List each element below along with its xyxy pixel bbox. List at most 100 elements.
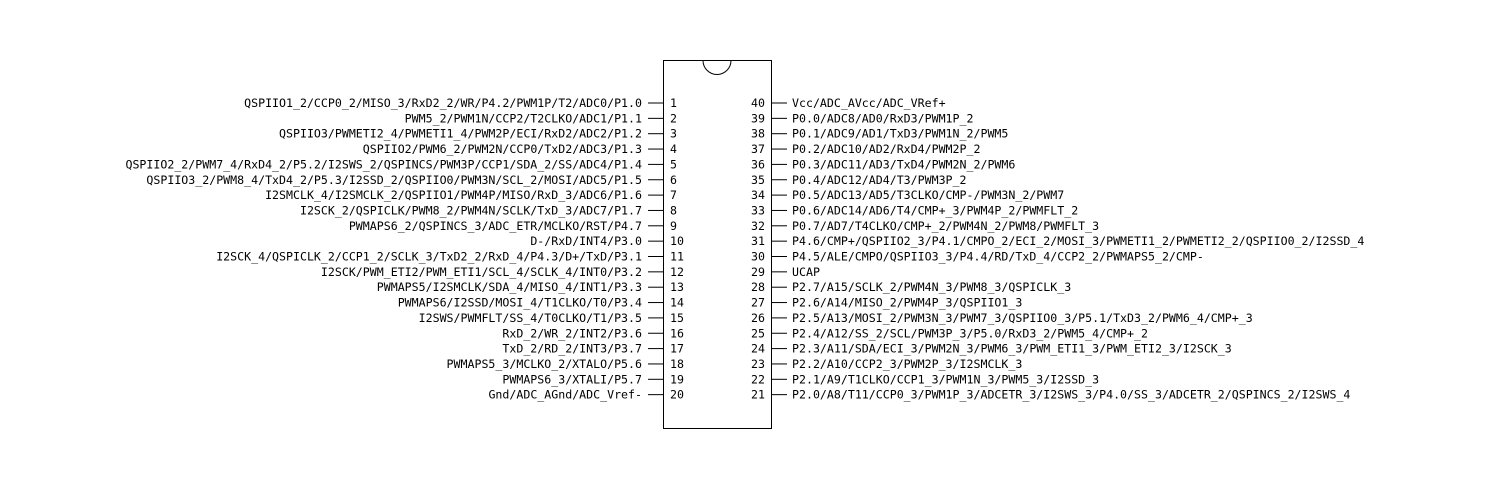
pin-10: D-/RxD/INT4/P3.0 10 (530, 234, 684, 248)
pin-6: QSPIIO3_2/PWM8_4/TxD4_2/P5.3/I2SSD_2/QSP… (146, 173, 677, 187)
pin-26: 26 P2.5/A13/MOSI_2/PWM3N_3/PWM7_3/QSPIIO0… (751, 311, 1253, 325)
pin-23-label: P2.2/A10/CCP2_3/PWM2P_3/I2SMCLK_3 (792, 357, 1022, 371)
pin-28-label: P2.7/A15/SCLK_2/PWM4N_3/PWM8_3/QSPICLK_3 (792, 280, 1071, 294)
pin-24-label: P2.3/A11/SDA/ECI_3/PWM2N_3/PWM6_3/PWM_ET… (792, 342, 1232, 356)
pin-4-label: QSPIIO2/PWM6_2/PWM2N/CCP0/TxD2/ADC3/P1.3 (363, 142, 642, 156)
pin-30-label: P4.5/ALE/CMPO/QSPIIO3_3/P4.4/RD/TxD_4/CC… (792, 250, 1204, 264)
pin-22-number: 22 (751, 372, 765, 386)
pin-5-number: 5 (670, 157, 677, 171)
pin-34-number: 34 (751, 188, 765, 202)
pin-37-number: 37 (751, 142, 765, 156)
pin-39-number: 39 (751, 111, 765, 125)
pin-5-label: QSPIIO2_2/PWM7_4/RxD4_2/P5.2/I2SWS_2/QSP… (125, 157, 642, 171)
pin-18-number: 18 (670, 357, 684, 371)
pin-27-number: 27 (751, 296, 765, 310)
pin-21-label: P2.0/A8/T11/CCP0_3/PWM1P_3/ADCETR_3/I2SW… (792, 388, 1350, 402)
pin-13-label: PWMAPS5/I2SMCLK/SDA_4/MISO_4/INT1/P3.3 (377, 280, 642, 294)
pin-10-number: 10 (670, 234, 684, 248)
pin-10-label: D-/RxD/INT4/P3.0 (530, 234, 642, 248)
pin-7: I2SMCLK_4/I2SMCLK_2/QSPIIO1/PWM4P/MISO/R… (265, 188, 677, 202)
pin-5: QSPIIO2_2/PWM7_4/RxD4_2/P5.2/I2SWS_2/QSP… (125, 157, 677, 171)
pin-21-number: 21 (751, 388, 765, 402)
pin-12: I2SCK/PWM_ETI2/PWM_ETI1/SCL_4/SCLK_4/INT… (321, 265, 684, 279)
pin-3-number: 3 (670, 127, 677, 141)
pin-20: Gnd/ADC_AGnd/ADC_Vref-20 (488, 388, 684, 402)
pin-34-label: P0.5/ADC13/AD5/T3CLKO/CMP-/PWM3N_2/PWM7 (792, 188, 1064, 202)
pin-4-number: 4 (670, 142, 677, 156)
pin-23-number: 23 (751, 357, 765, 371)
pin-24-number: 24 (751, 342, 765, 356)
pin-39-label: P0.0/ADC8/AD0/RxD3/PWM1P_2 (792, 111, 973, 125)
pin-18-label: PWMAPS5_3/MCLKO_2/XTALO/P5.6 (447, 357, 642, 371)
pin-2-number: 2 (670, 111, 677, 125)
pin-23: 23 P2.2/A10/CCP2_3/PWM2P_3/I2SMCLK_3 (751, 357, 1022, 371)
pin-19-label: PWMAPS6_3/XTALI/P5.7 (502, 372, 642, 386)
pin-1: QSPIIO1_2/CCP0_2/MISO_3/RxD2_2/WR/P4.2/P… (244, 96, 677, 110)
pin-26-number: 26 (751, 311, 765, 325)
pin-8-label: I2SCK_2/QSPICLK/PWM8_2/PWM4N/SCLK/TxD_3/… (300, 203, 642, 217)
pin-28-number: 28 (751, 280, 765, 294)
pin-35-label: P0.4/ADC12/AD4/T3/PWM3P_2 (792, 173, 967, 187)
pin-16-number: 16 (670, 326, 684, 340)
pin-27: 27 P2.6/A14/MISO_2/PWM4P_3/QSPIIO1_3 (751, 296, 1022, 310)
pin-1-label: QSPIIO1_2/CCP0_2/MISO_3/RxD2_2/WR/P4.2/P… (244, 96, 642, 110)
pin-4: QSPIIO2/PWM6_2/PWM2N/CCP0/TxD2/ADC3/P1.3… (363, 142, 677, 156)
pin-33-label: P0.6/ADC14/AD6/T4/CMP+_3/PWM4P_2/PWMFLT_… (792, 203, 1078, 217)
pin-33-number: 33 (751, 203, 765, 217)
pin-34: 34 P0.5/ADC13/AD5/T3CLKO/CMP-/PWM3N_2/PWM… (751, 188, 1064, 202)
pin-35-number: 35 (751, 173, 765, 187)
pin-31-number: 31 (751, 234, 765, 248)
pin-13: PWMAPS5/I2SMCLK/SDA_4/MISO_4/INT1/P3.3 13 (377, 280, 684, 294)
pin-11-number: 11 (670, 250, 684, 264)
pin1-notch (702, 60, 732, 75)
pin-38-label: P0.1/ADC9/AD1/TxD3/PWM1N_2/PWM5 (792, 127, 1008, 141)
pin-25-label: P2.4/A12/SS_2/SCL/PWM3P_3/P5.0/RxD3_2/PW… (792, 326, 1148, 340)
pin-37: 37 P0.2/ADC10/AD2/RxD4/PWM2P_2 (751, 142, 980, 156)
pin-27-label: P2.6/A14/MISO_2/PWM4P_3/QSPIIO1_3 (792, 296, 1022, 310)
pin-37-label: P0.2/ADC10/AD2/RxD4/PWM2P_2 (792, 142, 980, 156)
pin-3: QSPIIO3/PWMETI2_4/PWMETI1_4/PWM2P/ECI/Rx… (279, 127, 677, 141)
pin-13-number: 13 (670, 280, 684, 294)
pin-7-number: 7 (670, 188, 677, 202)
chip-body (663, 60, 772, 429)
pin-15-label: I2SWS/PWMFLT/SS_4/T0CLKO/T1/P3.5 (419, 311, 642, 325)
pin-11-label: I2SCK_4/QSPICLK_2/CCP1_2/SCLK_3/TxD2_2/R… (216, 250, 642, 264)
pin-19-number: 19 (670, 372, 684, 386)
pin-14-number: 14 (670, 296, 684, 310)
pin-2-label: PWM5_2/PWM1N/CCP2/T2CLKO/ADC1/P1.1 (405, 111, 642, 125)
pin-8-number: 8 (670, 203, 677, 217)
pin-38-number: 38 (751, 127, 765, 141)
pin-14: PWMAPS6/I2SSD/MOSI_4/T1CLKO/T0/P3.4 14 (398, 296, 684, 310)
pin-40-number: 40 (751, 96, 765, 110)
pin-6-label: QSPIIO3_2/PWM8_4/TxD4_2/P5.3/I2SSD_2/QSP… (146, 173, 642, 187)
pin-16-label: RxD_2/WR_2/INT2/P3.6 (502, 326, 642, 340)
pin-33: 33 P0.6/ADC14/AD6/T4/CMP+_3/PWM4P_2/PWMFL… (751, 203, 1078, 217)
pin-9-label: PWMAPS6_2/QSPINCS_3/ADC_ETR/MCLKO/RST/P4… (349, 219, 642, 233)
pin-20-number: 20 (670, 388, 684, 402)
pin-14-label: PWMAPS6/I2SSD/MOSI_4/T1CLKO/T0/P3.4 (398, 296, 642, 310)
pin-18: PWMAPS5_3/MCLKO_2/XTALO/P5.6 18 (447, 357, 684, 371)
pin-11: I2SCK_4/QSPICLK_2/CCP1_2/SCLK_3/TxD2_2/R… (216, 250, 684, 264)
pin-30-number: 30 (751, 250, 765, 264)
pin-9: PWMAPS6_2/QSPINCS_3/ADC_ETR/MCLKO/RST/P4… (349, 219, 677, 233)
pin-1-number: 1 (670, 96, 677, 110)
pin-2: PWM5_2/PWM1N/CCP2/T2CLKO/ADC1/P1.1 2 (405, 111, 677, 125)
pin-7-label: I2SMCLK_4/I2SMCLK_2/QSPIIO1/PWM4P/MISO/R… (265, 188, 642, 202)
pin-8: I2SCK_2/QSPICLK/PWM8_2/PWM4N/SCLK/TxD_3/… (300, 203, 677, 217)
left-pin-column: QSPIIO1_2/CCP0_2/MISO_3/RxD2_2/WR/P4.2/P… (125, 96, 684, 402)
pin-36-number: 36 (751, 157, 765, 171)
pin-16: RxD_2/WR_2/INT2/P3.6 16 (502, 326, 684, 340)
pin-39: 39 P0.0/ADC8/AD0/RxD3/PWM1P_2 (751, 111, 973, 125)
pin-29-number: 29 (751, 265, 765, 279)
pin-26-label: P2.5/A13/MOSI_2/PWM3N_3/PWM7_3/QSPIIO0_3… (792, 311, 1253, 325)
pin-6-number: 6 (670, 173, 677, 187)
pin-12-label: I2SCK/PWM_ETI2/PWM_ETI1/SCL_4/SCLK_4/INT… (321, 265, 642, 279)
